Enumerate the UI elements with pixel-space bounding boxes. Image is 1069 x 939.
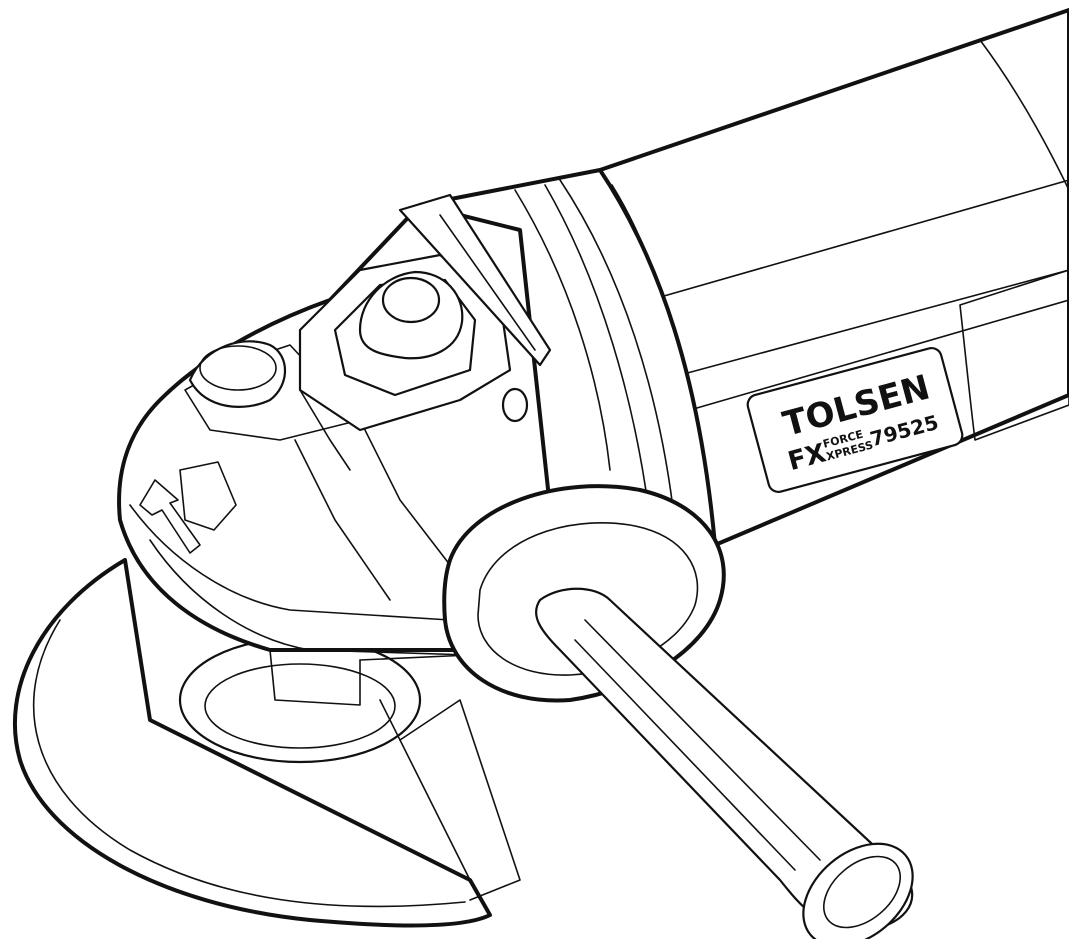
guard-lip xyxy=(379,699,491,916)
spindle-lock-button xyxy=(188,340,286,408)
side-handle xyxy=(442,484,914,939)
brand-label-plate: TOLSEN FX FORCE XPRESS 79525 xyxy=(746,346,964,494)
switch-cap xyxy=(298,253,512,471)
slide-switch xyxy=(398,193,552,423)
guard-clamp xyxy=(399,699,521,901)
